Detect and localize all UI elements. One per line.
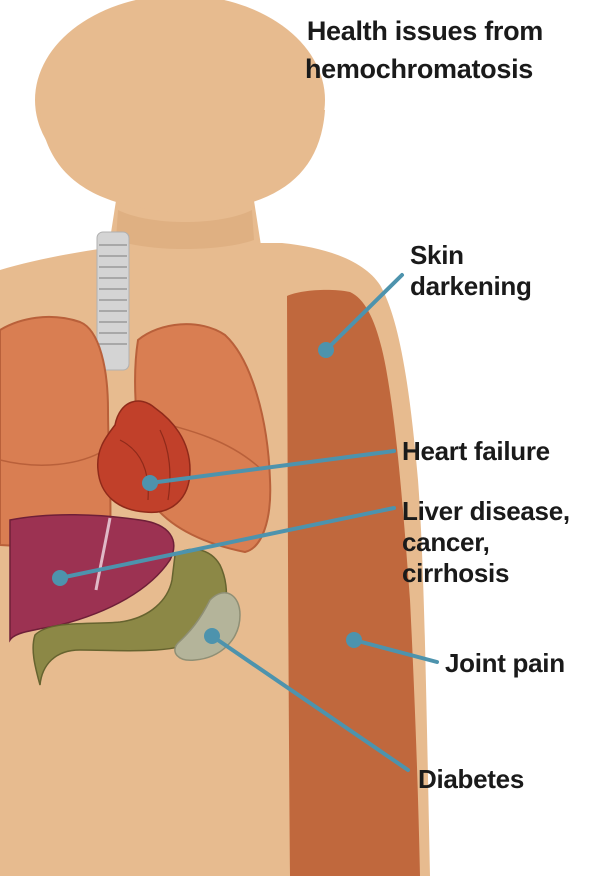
label-skin-line-2: darkening (410, 271, 532, 302)
label-liver-disease: Liver disease, cancer, cirrhosis (402, 496, 570, 589)
skin-dot (318, 342, 334, 358)
label-liver-line-2: cancer, (402, 527, 570, 558)
label-joint-pain: Joint pain (445, 648, 565, 679)
label-liver-line-3: cirrhosis (402, 558, 570, 589)
heart-dot (142, 475, 158, 491)
diagram-title-line-2: hemochromatosis (305, 54, 593, 85)
label-heart-failure: Heart failure (402, 436, 550, 467)
diagram-title-line-1: Health issues from (307, 16, 593, 47)
label-liver-line-1: Liver disease, (402, 496, 570, 527)
label-skin-line-1: Skin (410, 240, 532, 271)
left-lung (0, 317, 111, 546)
label-diabetes: Diabetes (418, 764, 524, 795)
label-skin-darkening: Skin darkening (410, 240, 532, 302)
joint-dot (346, 632, 362, 648)
head-lower (40, 110, 325, 212)
liver-dot (52, 570, 68, 586)
trachea (97, 232, 129, 370)
diabetes-dot (204, 628, 220, 644)
